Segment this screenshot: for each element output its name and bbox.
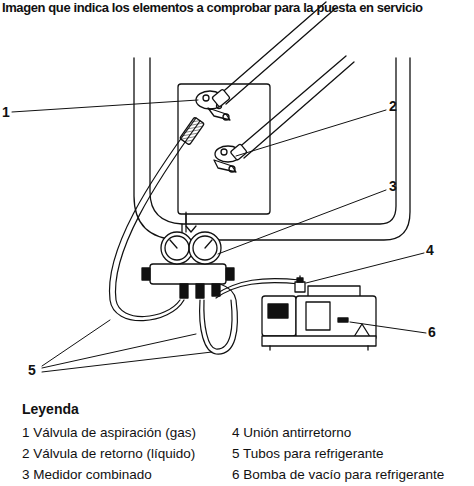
valve-panel: [178, 84, 270, 224]
callout-number: 3: [389, 178, 397, 194]
return-valve: [214, 144, 247, 172]
leader-lines: [12, 100, 426, 372]
legend-entry: 2 Válvula de retorno (líquido): [22, 446, 195, 462]
legend-entry: 4 Unión antirretorno: [232, 425, 351, 441]
figure-title: Imagen que indica los elementos a compro…: [2, 1, 423, 16]
refrigerant-pipes: [218, 2, 354, 158]
callout-number: 5: [28, 362, 36, 378]
legend-entry: 1 Válvula de aspiración (gas): [22, 425, 196, 441]
callout-number: 6: [428, 324, 436, 340]
hose-fitting: [180, 117, 205, 145]
manifold-gauge: [142, 226, 234, 298]
callout-number: 4: [426, 242, 434, 258]
suction-valve: [196, 89, 230, 120]
legend-entry: 5 Tubos para refrigerante: [232, 446, 384, 462]
vacuum-pump: [262, 276, 376, 350]
callout-number: 2: [389, 98, 397, 114]
legend-heading: Leyenda: [22, 401, 79, 417]
refrigerant-hoses: [109, 118, 300, 354]
unit-casing: [134, 58, 410, 240]
callout-number: 1: [2, 104, 10, 120]
legend-entry: 6 Bomba de vacío para refrigerante: [232, 467, 444, 483]
legend-entry: 3 Medidor combinado: [22, 467, 152, 483]
